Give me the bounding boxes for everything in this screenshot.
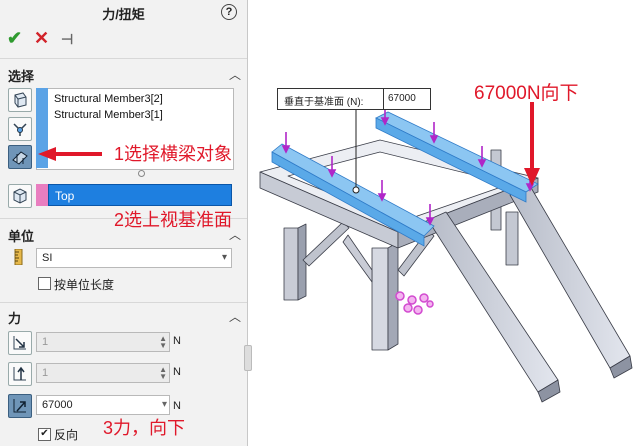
spin-arrows-icon[interactable]: ▲▼ [159,365,167,381]
selection-list[interactable] [36,88,234,170]
list-item[interactable]: Structural Member3[1] [54,109,163,121]
per-unit-length-label: 按单位长度 [54,278,115,292]
plane-color-strip [36,184,48,206]
annotation-step2: 2选上视基准面 [114,210,233,230]
connector-icon [13,123,27,136]
face-select-button[interactable] [8,88,32,112]
force-component-2-input[interactable]: 1 ▲▼ [36,363,170,383]
frame-structure[interactable] [259,139,633,403]
force-section-header[interactable]: 力 [8,311,22,326]
chevron-up-icon[interactable]: ︿ [229,310,242,324]
direction-arrow-icon [13,336,26,350]
beam-select-button[interactable] [8,145,32,169]
help-icon[interactable]: ? [221,4,237,20]
plane-select-button[interactable] [8,184,32,208]
spin-arrows-icon[interactable]: ▲▼ [159,334,167,350]
direction-plane-field[interactable]: Top [48,184,232,206]
annotation-step1: 1选择横梁对象 [114,144,233,164]
callout-anchor [352,186,360,194]
force-direction-2-button[interactable] [8,362,32,386]
selected-beam-right[interactable] [375,111,539,203]
direction-arrow-icon [13,399,26,413]
unit-system-select[interactable]: SI ▾ [36,248,232,268]
pin-button[interactable]: ⊣ [61,31,74,47]
unit-system-value: SI [42,252,53,264]
selection-section-header[interactable]: 选择 [8,69,35,84]
chevron-down-icon: ▾ [221,252,227,263]
annotation-arrow-left [38,147,102,161]
callout-label: 垂直于基准面 (N): [284,97,364,108]
coordinate-triad-icon [395,291,434,315]
annotation-step3: 3力，向下 [103,418,186,438]
ok-button[interactable]: ✔ [7,28,23,48]
resize-handle-icon[interactable] [138,170,145,177]
annotation-force-note: 67000N向下 [474,83,579,104]
divider [0,58,247,59]
graphics-viewport[interactable] [248,0,633,446]
force-direction-1-button[interactable] [8,331,32,355]
divider [0,218,247,219]
force-component-1-input[interactable]: 1 ▲▼ [36,332,170,352]
ruler-icon [14,248,24,266]
units-section-header[interactable]: 单位 [8,229,35,244]
reverse-direction-checkbox[interactable]: ✔ [38,428,51,441]
force-magnitude-input[interactable]: 67000 ▾ [36,395,170,415]
force-value-callout[interactable]: 垂直于基准面 (N): 67000 [277,88,431,110]
cancel-button[interactable]: ✕ [34,28,50,48]
vertex-select-button[interactable] [8,117,32,141]
divider [0,302,247,303]
chevron-up-icon[interactable]: ︿ [229,68,242,82]
beam-icon [12,151,28,165]
force-direction-3-button[interactable] [8,394,32,418]
force-magnitude-value: 67000 [42,399,73,411]
per-unit-length-checkbox[interactable] [38,277,51,290]
property-manager-panel: 力/扭矩 ? ✔ ✕ ⊣ 选择 ︿ Structural Member3[2] … [0,0,248,446]
cube-icon [13,188,27,204]
unit-label: N [173,366,181,378]
selection-color-strip [36,88,48,168]
reverse-direction-label: 反向 [54,428,79,442]
unit-label: N [173,400,181,412]
callout-divider [383,89,384,109]
annotation-arrows [524,102,540,186]
chevron-down-icon[interactable]: ▾ [161,399,167,410]
panel-splitter-handle[interactable] [244,345,252,371]
direction-arrow-icon [13,366,26,381]
list-item[interactable]: Structural Member3[2] [54,93,163,105]
panel-title: 力/扭矩 [102,7,145,22]
chevron-up-icon[interactable]: ︿ [229,228,242,242]
face-icon [14,92,27,108]
force-component-1-value: 1 [42,336,49,348]
unit-label: N [173,335,181,347]
callout-value: 67000 [388,93,416,104]
force-component-2-value: 1 [42,367,49,379]
